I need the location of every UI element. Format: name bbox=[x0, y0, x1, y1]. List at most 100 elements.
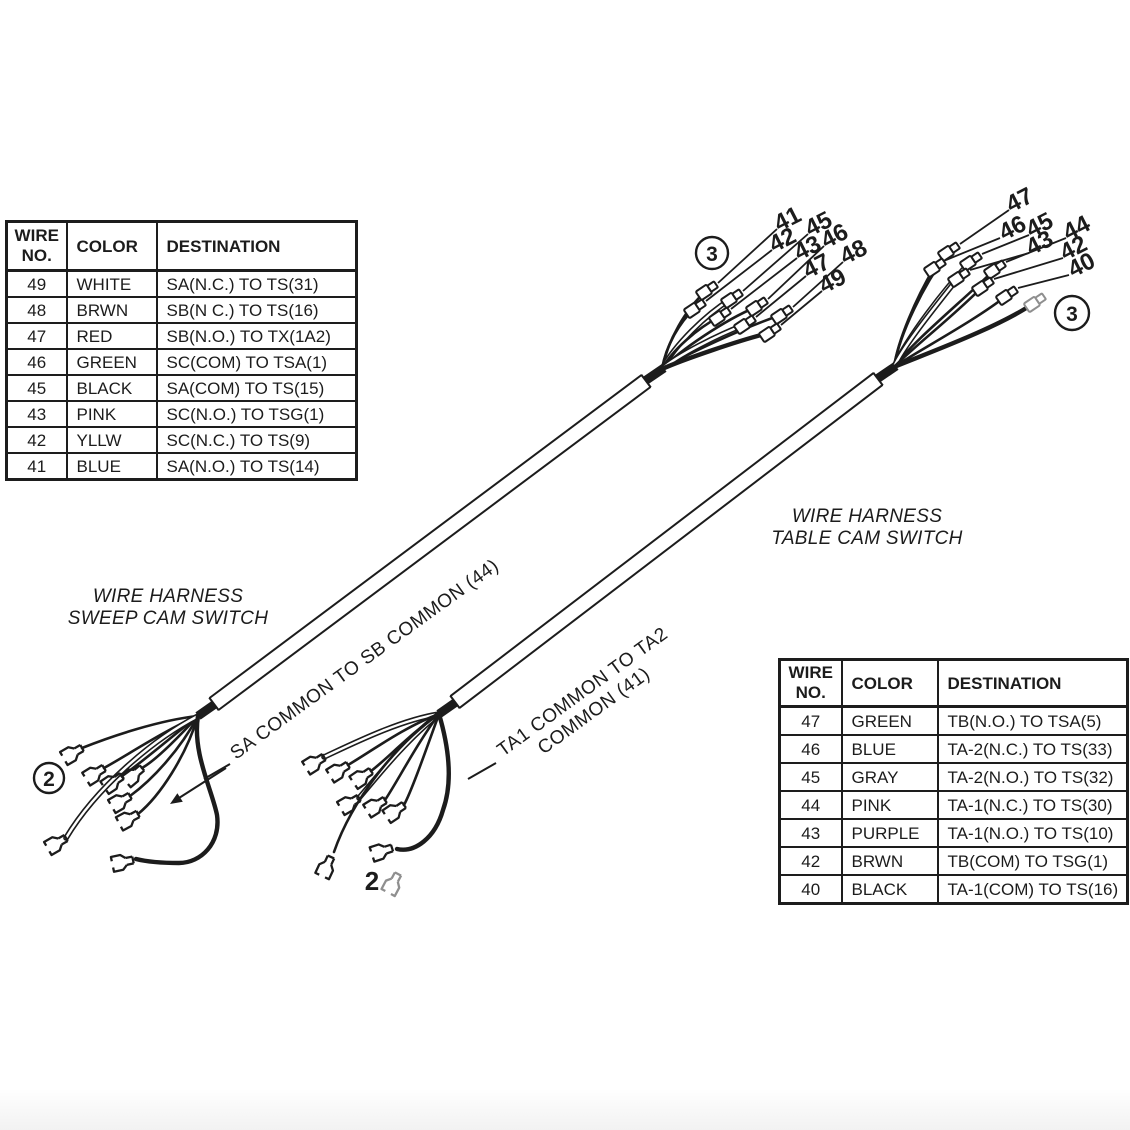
wire-dest-cell: SA(N.C.) TO TS(31) bbox=[155, 269, 358, 298]
circled-callout-3-right bbox=[1053, 294, 1091, 332]
header-row: WIRE NO. COLOR DESTINATION bbox=[5, 220, 358, 272]
wire-no-cell: 46 bbox=[778, 734, 843, 764]
quick-disconnect-icon bbox=[719, 286, 745, 310]
wire-color-cell: YLLW bbox=[65, 426, 158, 454]
quick-disconnect-icon bbox=[694, 278, 720, 302]
sweep-harness-title: WIRE HARNESS SWEEP CAM SWITCH bbox=[28, 586, 308, 630]
wire-path bbox=[80, 714, 200, 750]
table-cam-bottom-fan: 2 bbox=[301, 711, 497, 898]
wire-dest-cell: SC(COM) TO TSA(1) bbox=[155, 348, 358, 376]
fork-terminal-icon bbox=[368, 839, 396, 863]
wire-color-cell: GREEN bbox=[840, 705, 939, 736]
quick-disconnect-icon bbox=[757, 320, 783, 344]
circled-callout-2-number: 2 bbox=[43, 768, 55, 791]
wire-no-cell: 44 bbox=[778, 790, 843, 820]
wire-dest-cell: SC(N.C.) TO TS(9) bbox=[155, 426, 358, 454]
wire-no-cell: 45 bbox=[5, 374, 68, 402]
wire-color-cell: PINK bbox=[840, 790, 939, 820]
cable-sheath bbox=[451, 373, 882, 708]
wire-no-cell: 47 bbox=[5, 322, 68, 350]
wire-dest-cell: TA-1(N.C.) TO TS(30) bbox=[936, 790, 1129, 820]
wire-no-cell: 43 bbox=[778, 818, 843, 848]
col-header-color: COLOR bbox=[65, 220, 158, 272]
col-header-color: COLOR bbox=[840, 658, 939, 708]
col-header-wire-no: WIRE NO. bbox=[5, 220, 68, 272]
table-cam-top-fan: 47 46 45 43 44 42 40 3 bbox=[891, 182, 1100, 370]
header-row: WIRE NO. COLOR DESTINATION bbox=[778, 658, 1129, 708]
wire-dest-cell: SB(N.O.) TO TX(1A2) bbox=[155, 322, 358, 350]
wire-dest-cell: TA-2(N.O.) TO TS(32) bbox=[936, 762, 1129, 792]
jumper-loop-wire bbox=[133, 713, 220, 866]
wire-color-cell: PURPLE bbox=[840, 818, 939, 848]
jumper-loop-wire bbox=[394, 711, 451, 852]
cable-sheath bbox=[210, 375, 650, 710]
wire-color-cell: PINK bbox=[65, 400, 158, 428]
wire-no-cell: 49 bbox=[5, 269, 68, 298]
wire-no-cell: 47 bbox=[778, 705, 843, 736]
wire-path bbox=[322, 712, 441, 759]
sweep-harness-title-line2: SWEEP CAM SWITCH bbox=[67, 608, 269, 629]
wire-no-cell: 42 bbox=[5, 426, 68, 454]
wire-color-cell: GRAY bbox=[840, 762, 939, 792]
table-cam-harness-title: WIRE HARNESS TABLE CAM SWITCH bbox=[727, 506, 1007, 550]
quick-disconnect-icon bbox=[744, 294, 770, 318]
fork-terminal-icon bbox=[109, 851, 136, 873]
wire-color-cell: BLUE bbox=[840, 734, 939, 764]
sheath-end-cap bbox=[640, 374, 652, 388]
quick-disconnect-icon bbox=[958, 249, 984, 273]
table-cam-harness-title-line1: WIRE HARNESS bbox=[791, 506, 943, 527]
wire-path bbox=[63, 713, 201, 841]
spare-terminal-icon bbox=[380, 869, 406, 898]
wire-path bbox=[892, 294, 1008, 369]
quick-disconnect-icon bbox=[922, 255, 948, 279]
wire-color-cell: RED bbox=[65, 322, 158, 350]
sweep-cable bbox=[195, 364, 667, 720]
label-leader-dash bbox=[203, 763, 231, 780]
wire-dest-cell: TB(COM) TO TSG(1) bbox=[936, 846, 1129, 876]
wire-path bbox=[64, 714, 200, 840]
table-cam-harness-title-line2: TABLE CAM SWITCH bbox=[771, 528, 963, 549]
wire-dest-cell: TA-1(COM) TO TS(16) bbox=[936, 874, 1129, 905]
fork-terminal-icon bbox=[81, 760, 110, 787]
wire-color-cell: WHITE bbox=[65, 269, 158, 298]
wire-dest-cell: SA(N.O.) TO TS(14) bbox=[155, 452, 358, 481]
wire-path bbox=[332, 712, 441, 854]
callout-leader-lines bbox=[945, 209, 1070, 289]
jumper-arrow bbox=[170, 767, 227, 804]
fork-terminal-icon bbox=[362, 792, 391, 819]
callout-leader-lines bbox=[705, 228, 844, 326]
wire-color-cell: BRWN bbox=[65, 296, 158, 324]
wire-path bbox=[346, 712, 441, 767]
wire-path bbox=[140, 714, 200, 770]
wire-no-cell: 40 bbox=[778, 874, 843, 905]
col-header-destination: DESTINATION bbox=[155, 220, 358, 272]
wire-no-cell: 46 bbox=[5, 348, 68, 376]
wire-color-cell: BLACK bbox=[840, 874, 939, 905]
table-cam-cable bbox=[436, 362, 899, 718]
circled-callout-3-left bbox=[694, 235, 730, 271]
circled-callout-2 bbox=[32, 761, 66, 795]
insulated-connector-icon bbox=[1022, 290, 1048, 314]
wire-color-cell: BRWN bbox=[840, 846, 939, 876]
fork-terminal-icon bbox=[58, 740, 87, 767]
wire-no-cell: 48 bbox=[5, 296, 68, 324]
quick-disconnect-icon bbox=[769, 302, 795, 326]
wire-dest-cell: SB(N C.) TO TS(16) bbox=[155, 296, 358, 324]
wire-path bbox=[891, 300, 1037, 370]
wire-path bbox=[402, 712, 441, 807]
wire-no-cell: 41 bbox=[5, 452, 68, 481]
sweep-bottom-fan: 2 bbox=[32, 713, 231, 873]
